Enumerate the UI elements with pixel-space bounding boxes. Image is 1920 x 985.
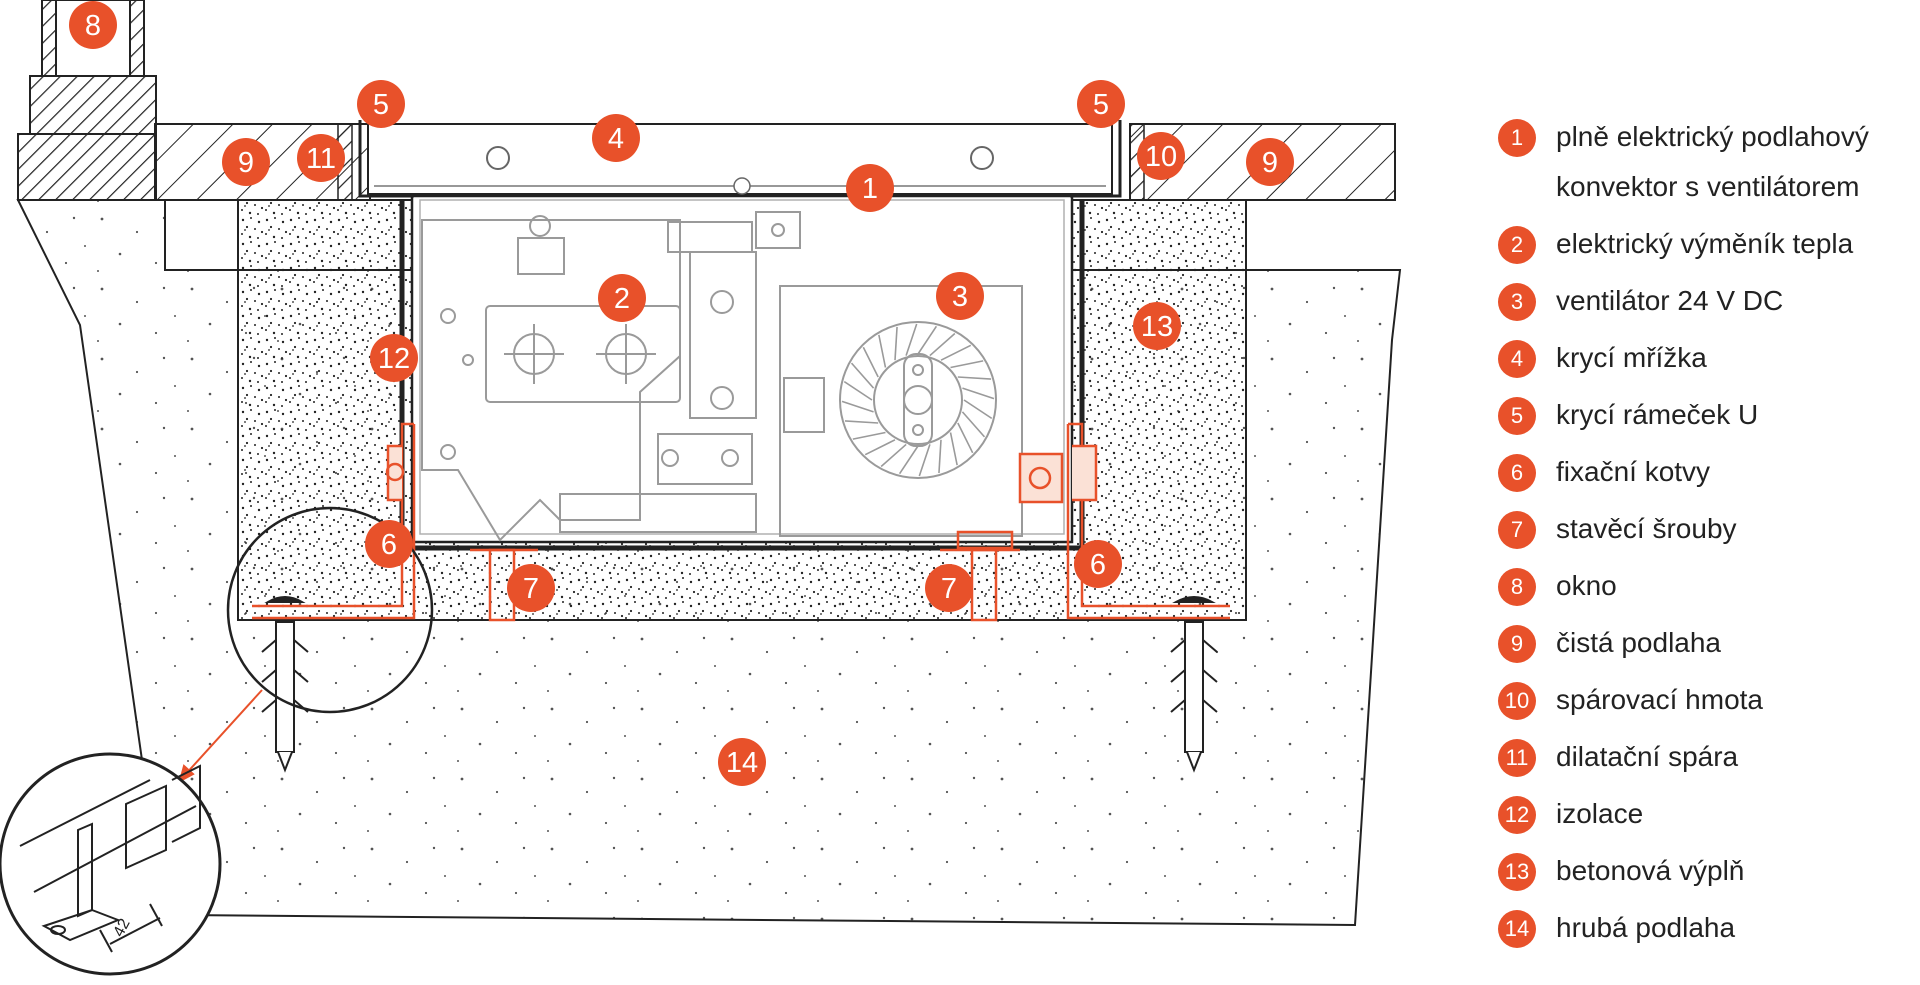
- legend-number-badge: 2: [1498, 226, 1536, 264]
- legend-number-badge: 4: [1498, 340, 1536, 378]
- legend-label: čistá podlaha: [1556, 627, 1722, 658]
- legend-number-badge: 14: [1498, 910, 1536, 948]
- legend-number-badge: 12: [1498, 796, 1536, 834]
- legend-label: betonová výplň: [1556, 855, 1745, 886]
- legend-item: 12 izolace: [1498, 795, 1918, 839]
- legend-label: hrubá podlaha: [1556, 912, 1736, 943]
- diagram-marker: 6: [365, 520, 413, 568]
- diagram-marker-number: 9: [1262, 147, 1278, 179]
- legend-number-badge: 7: [1498, 511, 1536, 549]
- diagram-marker-number: 10: [1145, 141, 1177, 173]
- legend-label: stavěcí šrouby: [1556, 513, 1737, 544]
- anchor-dowel-right: [1170, 596, 1218, 773]
- diagram-marker: 12: [370, 334, 418, 382]
- diagram-marker: 8: [69, 1, 117, 49]
- diagram-marker-number: 5: [1093, 89, 1109, 121]
- legend-number-badge: 1: [1498, 119, 1536, 157]
- diagram-marker: 1: [846, 164, 894, 212]
- legend-item: 9 čistá podlaha: [1498, 624, 1918, 668]
- legend-number-badge: 5: [1498, 397, 1536, 435]
- diagram-marker: 5: [357, 80, 405, 128]
- legend-item: 5 krycí rámeček U: [1498, 396, 1918, 440]
- diagram-marker: 7: [507, 564, 555, 612]
- diagram-marker-number: 11: [306, 143, 336, 175]
- legend-item: 14 hrubá podlaha: [1498, 909, 1918, 953]
- legend-item: 11 dilatační spára: [1498, 738, 1918, 782]
- diagram-marker-number: 5: [373, 89, 389, 121]
- legend-item: 7 stavěcí šrouby: [1498, 510, 1918, 554]
- diagram-marker-number: 6: [1090, 549, 1106, 581]
- diagram-marker: 7: [925, 564, 973, 612]
- legend-item: 13 betonová výplň: [1498, 852, 1918, 896]
- legend-label: plně elektrický podlahový konvektor s ve…: [1556, 121, 1869, 202]
- legend-number-badge: 10: [1498, 682, 1536, 720]
- legend-label: krycí rámeček U: [1556, 399, 1759, 430]
- legend-item: 6 fixační kotvy: [1498, 453, 1918, 497]
- legend-item: 10 spárovací hmota: [1498, 681, 1918, 725]
- heat-exchanger: [421, 211, 801, 542]
- legend: 1 plně elektrický podlahový konvektor s v…: [1498, 118, 1918, 966]
- u-frame-right: [1070, 120, 1122, 198]
- diagram-marker: 14: [718, 738, 766, 786]
- legend-label: ventilátor 24 V DC: [1556, 285, 1784, 316]
- diagram-marker: 10: [1137, 132, 1185, 180]
- legend-label: fixační kotvy: [1556, 456, 1711, 487]
- legend-label: okno: [1556, 570, 1617, 601]
- diagram-marker: 6: [1074, 540, 1122, 588]
- diagram-marker: 2: [598, 274, 646, 322]
- diagram-marker-number: 14: [726, 747, 758, 779]
- legend-number-badge: 8: [1498, 568, 1536, 606]
- fixing-anchor-left: [252, 422, 416, 620]
- anchor-dowel-left: [261, 596, 309, 773]
- legend-label: izolace: [1556, 798, 1644, 829]
- diagram-marker-number: 6: [381, 529, 397, 561]
- fixing-anchor-right: [1018, 422, 1230, 620]
- diagram-marker-number: 8: [85, 10, 101, 42]
- diagram-marker-number: 7: [941, 573, 957, 605]
- diagram-marker: 13: [1133, 302, 1181, 350]
- diagram-marker: 3: [936, 272, 984, 320]
- diagram-marker-number: 2: [614, 283, 630, 315]
- diagram-marker-number: 3: [952, 281, 968, 313]
- legend-item: 1 plně elektrický podlahový konvektor s v…: [1498, 118, 1918, 212]
- legend-number-badge: 6: [1498, 454, 1536, 492]
- legend-number-badge: 3: [1498, 283, 1536, 321]
- legend-label: spárovací hmota: [1556, 684, 1763, 715]
- legend-label: krycí mřížka: [1556, 342, 1707, 373]
- legend-item: 3 ventilátor 24 V DC: [1498, 282, 1918, 326]
- diagram-marker-number: 12: [378, 343, 410, 375]
- legend-item: 4 krycí mřížka: [1498, 339, 1918, 383]
- legend-number-badge: 9: [1498, 625, 1536, 663]
- diagram-marker: 11: [297, 134, 345, 182]
- diagram-marker-number: 13: [1141, 311, 1173, 343]
- diagram-marker: 9: [1246, 138, 1294, 186]
- diagram-marker-number: 7: [523, 573, 539, 605]
- legend-item: 2 elektrický výměník tepla: [1498, 225, 1918, 269]
- convector-trough: [410, 194, 1074, 544]
- diagram-marker-number: 9: [238, 147, 254, 179]
- diagram-marker: 9: [222, 138, 270, 186]
- detail-magnifier: 42: [0, 752, 222, 976]
- diagram-marker-number: 4: [608, 123, 624, 155]
- legend-label: elektrický výměník tepla: [1556, 228, 1854, 259]
- diagram-marker: 4: [592, 114, 640, 162]
- legend-item: 8 okno: [1498, 567, 1918, 611]
- detail-ring: [226, 506, 434, 714]
- detail-dimension-label: 42: [110, 916, 133, 940]
- legend-number-badge: 13: [1498, 853, 1536, 891]
- legend-number-badge: 11: [1498, 739, 1536, 777]
- legend-label: dilatační spára: [1556, 741, 1739, 772]
- cover-grille: [367, 123, 1113, 195]
- diagram-marker-number: 1: [862, 173, 878, 205]
- diagram-marker: 5: [1077, 80, 1125, 128]
- u-frame-left: [358, 120, 414, 198]
- fan-blades: [841, 323, 995, 477]
